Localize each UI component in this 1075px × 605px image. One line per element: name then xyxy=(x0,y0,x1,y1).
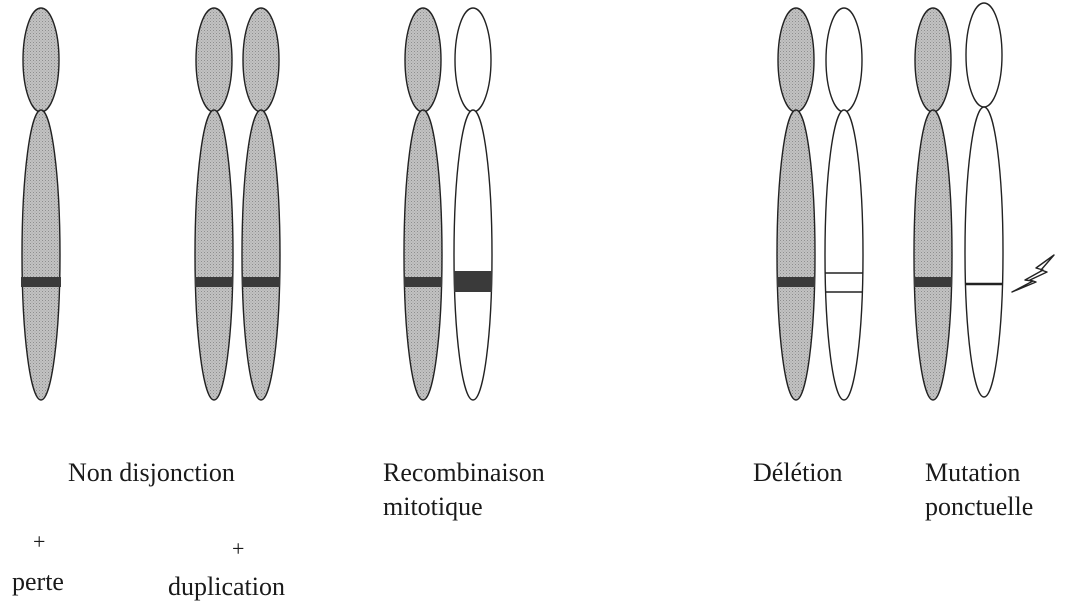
allele-band xyxy=(777,277,815,287)
allele-band xyxy=(242,277,280,287)
lightning-bolt-icon xyxy=(1012,255,1054,292)
label-mutation-line2: ponctuelle xyxy=(925,490,1033,523)
chromosome-mutation-white xyxy=(965,3,1003,397)
label-non-disjonction: Non disjonction xyxy=(68,456,235,489)
label-deletion: Délétion xyxy=(753,456,843,489)
plus-sign-duplication: + xyxy=(232,537,244,561)
label-mutation-line1: Mutation xyxy=(925,456,1020,489)
chromosome-duplication-right xyxy=(242,8,280,400)
chromosome-recombinaison-white xyxy=(454,8,492,400)
chromosome-mutation-shaded xyxy=(914,8,952,400)
chromosome-recombinaison-shaded xyxy=(404,8,442,400)
chromosome-deletion-shaded xyxy=(777,8,815,400)
label-duplication: duplication xyxy=(168,570,285,603)
label-recombinaison-line1: Recombinaison xyxy=(383,456,545,489)
allele-band xyxy=(195,277,233,287)
allele-band xyxy=(914,277,952,287)
allele-band-wide xyxy=(454,271,492,292)
label-perte: perte xyxy=(12,565,64,598)
chromosome-duplication-left xyxy=(195,8,233,400)
allele-band xyxy=(21,277,61,287)
chromosome-deletion-white xyxy=(825,8,863,400)
plus-sign-perte: + xyxy=(33,530,45,554)
chromosome-perte xyxy=(21,8,61,400)
label-recombinaison-line2: mitotique xyxy=(383,490,483,523)
allele-band xyxy=(404,277,442,287)
